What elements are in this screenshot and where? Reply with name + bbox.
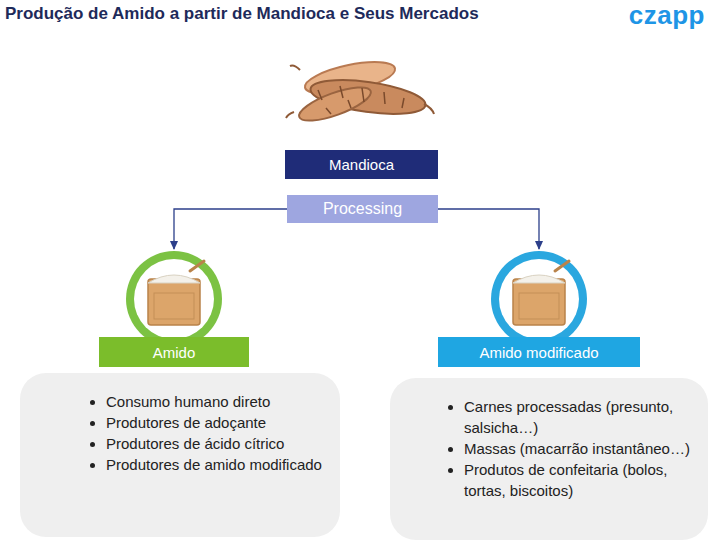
sack: [148, 279, 200, 325]
starch-pile: [148, 275, 200, 283]
sack: [513, 279, 565, 325]
bullet-item: Produtores de amido modificado: [106, 454, 324, 475]
icon-circle: [126, 251, 222, 347]
icon-circle: [491, 251, 587, 347]
sack-label: [519, 293, 559, 319]
cassava-illustration: [286, 56, 434, 128]
diagram-title: Produção de Amido a partir de Mandioca e…: [5, 4, 479, 24]
bullet-item: Consumo humano direto: [106, 391, 324, 412]
bullet-item: Massas (macarrão instantâneo…): [464, 438, 692, 459]
bullet-item: Produtores de ácido cítrico: [106, 433, 324, 454]
process-box: Processing: [287, 195, 438, 223]
scoop: [190, 261, 204, 271]
starch-icon: [124, 249, 224, 349]
starch-icon: [489, 249, 589, 349]
bullet-item: Carnes processadas (presunto, salsicha…): [464, 396, 692, 438]
market-list: Carnes processadas (presunto, salsicha…)…: [390, 378, 708, 540]
sack-label: [154, 293, 194, 319]
source-box: Mandioca: [285, 150, 438, 179]
flow-arrow: [438, 209, 539, 249]
bullet-item: Produtores de adoçante: [106, 412, 324, 433]
product-label: Amido: [153, 344, 196, 361]
starch-pile: [513, 275, 565, 283]
bullet-list: Carnes processadas (presunto, salsicha…)…: [406, 396, 692, 501]
product-label: Amido modificado: [479, 344, 598, 361]
product-label-bar: Amido: [99, 337, 249, 367]
product-node: Amido: [99, 249, 249, 367]
bullet-list: Consumo humano diretoProdutores de adoça…: [36, 391, 324, 475]
product-label-bar: Amido modificado: [438, 337, 640, 367]
icon-ring: [499, 259, 579, 339]
product-node: Amido modificado: [438, 249, 640, 367]
market-list: Consumo humano diretoProdutores de adoça…: [20, 373, 340, 537]
icon-ring: [134, 259, 214, 339]
box-label: Mandioca: [323, 156, 400, 173]
flow-arrow: [174, 209, 287, 249]
brand-logo: czapp: [629, 0, 705, 31]
bullet-item: Produtos de confeitaria (bolos, tortas, …: [464, 459, 692, 501]
box-label: Processing: [317, 200, 408, 218]
scoop: [555, 261, 569, 271]
